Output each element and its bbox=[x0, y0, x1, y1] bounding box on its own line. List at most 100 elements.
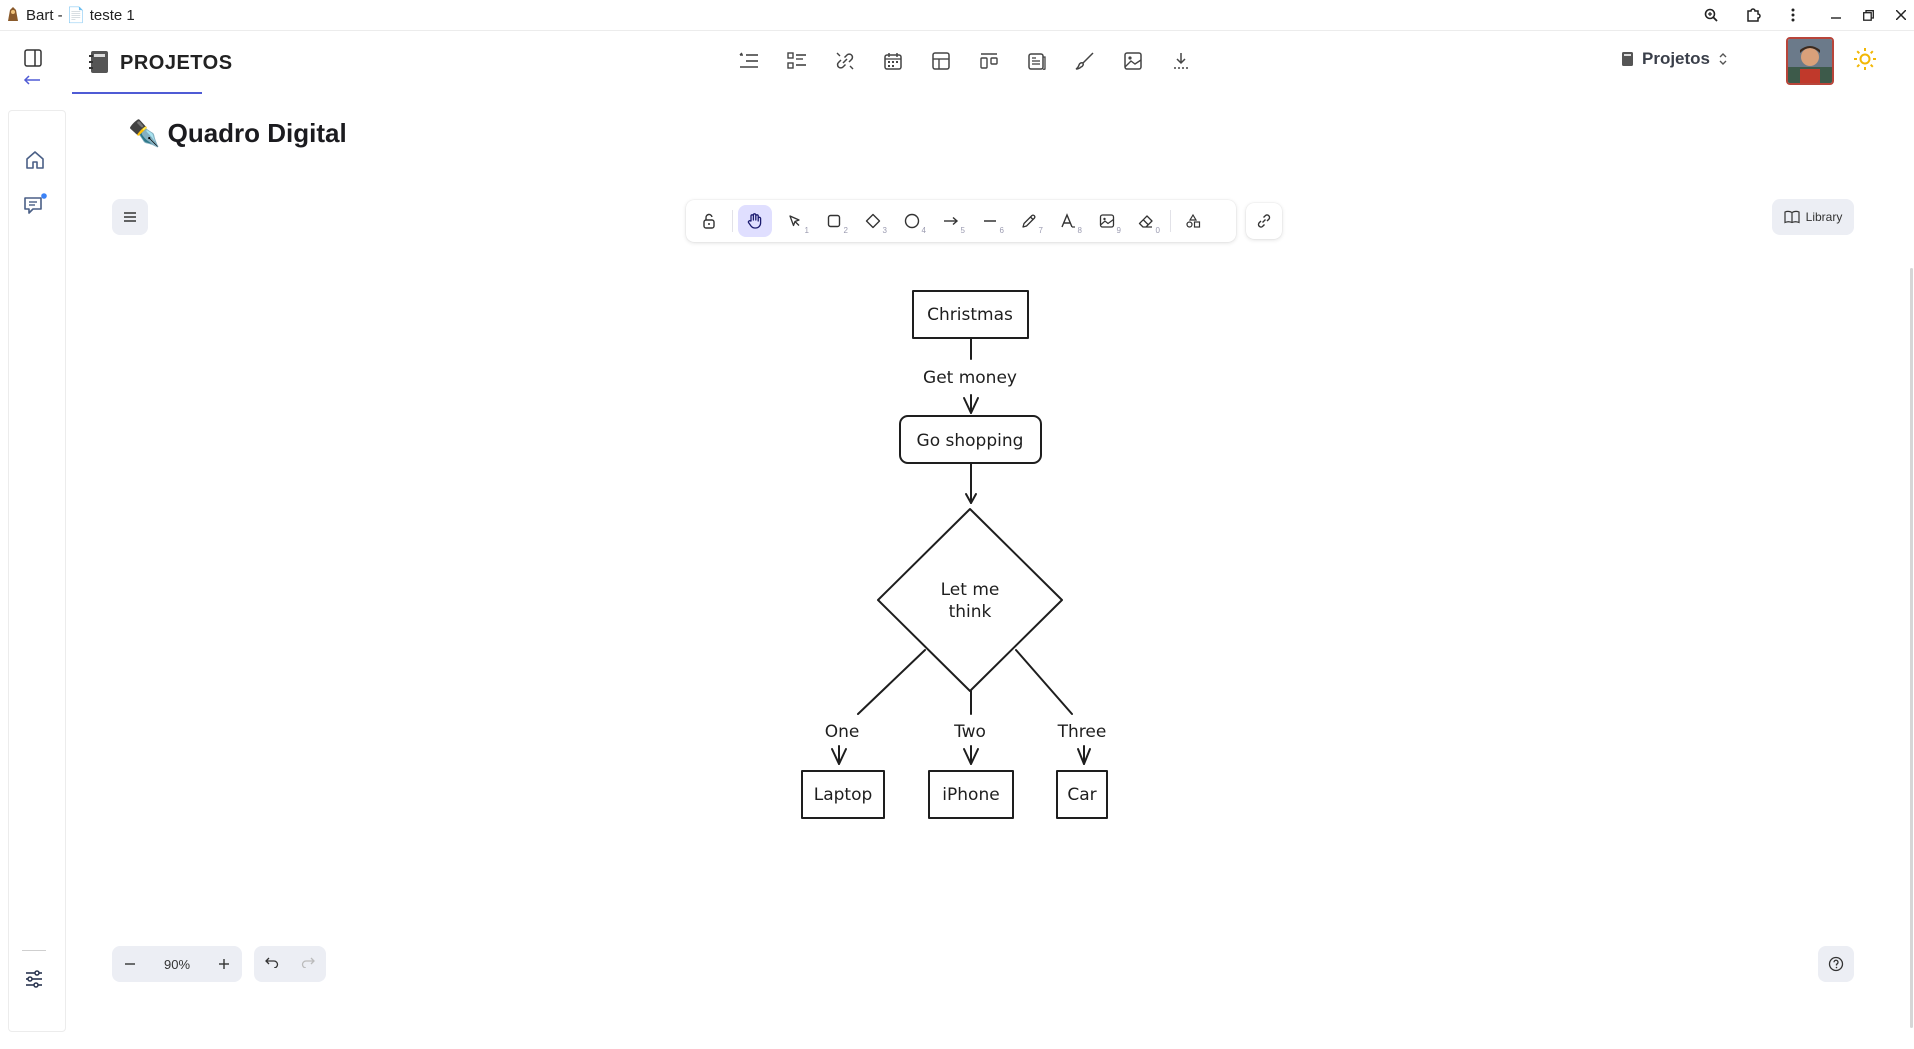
history-controls bbox=[254, 946, 326, 982]
undo-button[interactable] bbox=[265, 955, 279, 973]
document-icon: 📄 bbox=[66, 7, 86, 24]
canvas-menu-button[interactable] bbox=[112, 199, 148, 235]
minus-icon bbox=[125, 963, 135, 965]
table-icon[interactable] bbox=[923, 46, 959, 76]
arrowhead bbox=[1077, 748, 1091, 765]
restore-icon[interactable] bbox=[1857, 4, 1879, 26]
tool-shortcut-key: 0 bbox=[1155, 226, 1160, 235]
download-icon[interactable] bbox=[1163, 46, 1199, 76]
eraser-tool-button[interactable]: 0 bbox=[1129, 205, 1163, 237]
decision-node-label-line1: Let me bbox=[941, 580, 1000, 600]
three-edge-label: Three bbox=[1057, 722, 1107, 742]
iphone-node-box[interactable] bbox=[928, 770, 1014, 819]
window-doc-name: teste 1 bbox=[89, 7, 135, 24]
hamburger-icon bbox=[124, 212, 136, 222]
library-label: Library bbox=[1805, 210, 1843, 224]
tool-shortcut-key: 1 bbox=[804, 226, 809, 235]
canvas-scrollbar[interactable] bbox=[1910, 268, 1913, 1028]
library-button[interactable]: Library bbox=[1772, 199, 1854, 235]
decision-node-diamond[interactable] bbox=[877, 508, 1063, 692]
ellipse-tool-button[interactable]: 4 bbox=[895, 205, 929, 237]
car-node-box[interactable] bbox=[1056, 770, 1108, 819]
branch-line-left bbox=[857, 649, 926, 715]
notebook-icon bbox=[89, 51, 108, 73]
arrowhead bbox=[965, 493, 977, 504]
tool-shortcut-key: 6 bbox=[999, 226, 1004, 235]
undo-icon bbox=[265, 957, 279, 969]
columns-icon[interactable] bbox=[971, 46, 1007, 76]
tool-shortcut-key: 3 bbox=[882, 226, 887, 235]
image-tool-button[interactable]: 9 bbox=[1090, 205, 1124, 237]
window-title-bar: Bart - 📄 teste 1 bbox=[0, 0, 1914, 31]
home-icon[interactable] bbox=[21, 146, 49, 174]
link-tool-button[interactable] bbox=[1246, 203, 1282, 239]
sun-icon[interactable] bbox=[1853, 47, 1877, 71]
extension-icon[interactable] bbox=[1742, 4, 1764, 26]
help-button[interactable] bbox=[1818, 946, 1854, 982]
project-selector[interactable]: Projetos bbox=[1620, 46, 1728, 72]
lock-tool-button[interactable] bbox=[692, 205, 726, 237]
ellipse-icon bbox=[904, 213, 920, 229]
window-app-name: Bart - bbox=[26, 7, 63, 24]
one-edge-label: One bbox=[825, 722, 860, 742]
line-icon bbox=[984, 220, 996, 222]
get-money-edge-label: Get money bbox=[923, 368, 1017, 388]
line-tool-button[interactable]: 6 bbox=[973, 205, 1007, 237]
left-rail bbox=[8, 110, 66, 1032]
close-window-icon[interactable] bbox=[1890, 4, 1912, 26]
pencil-tool-button[interactable]: 7 bbox=[1012, 205, 1046, 237]
link-icon bbox=[1257, 214, 1271, 228]
go-shopping-node-label: Go shopping bbox=[917, 431, 1024, 451]
arrow-icon bbox=[944, 216, 959, 226]
settings-sliders-icon[interactable] bbox=[20, 965, 48, 993]
redo-button[interactable] bbox=[301, 955, 315, 973]
car-node-label: Car bbox=[1067, 785, 1096, 805]
list-heading-icon[interactable] bbox=[731, 46, 767, 76]
selection-tool-button[interactable]: 1 bbox=[778, 205, 812, 237]
text-tool-button[interactable]: 8 bbox=[1051, 205, 1085, 237]
more-shapes-button[interactable] bbox=[1176, 205, 1210, 237]
sidebar-toggle-button[interactable] bbox=[20, 48, 48, 88]
unlink-icon[interactable] bbox=[827, 46, 863, 76]
project-selector-label: Projetos bbox=[1642, 49, 1711, 68]
minimize-icon[interactable] bbox=[1825, 4, 1847, 26]
zoom-in-button[interactable] bbox=[206, 946, 242, 982]
hand-icon bbox=[747, 213, 762, 229]
comments-icon[interactable] bbox=[21, 192, 49, 220]
rectangle-icon bbox=[827, 214, 841, 228]
zoom-out-button[interactable] bbox=[112, 946, 148, 982]
tool-shortcut-key: 2 bbox=[843, 226, 848, 235]
projects-tab[interactable]: PROJETOS bbox=[72, 44, 232, 94]
rectangle-tool-button[interactable]: 2 bbox=[817, 205, 851, 237]
calendar-icon[interactable] bbox=[875, 46, 911, 76]
hand-tool-button[interactable] bbox=[738, 205, 772, 237]
image-icon bbox=[1099, 214, 1115, 228]
plus-icon bbox=[219, 959, 229, 969]
toolbar-divider bbox=[732, 210, 733, 232]
page-icon[interactable] bbox=[1019, 46, 1055, 76]
tool-shortcut-key: 5 bbox=[960, 226, 965, 235]
zoom-search-icon[interactable] bbox=[1700, 4, 1722, 26]
image-icon[interactable] bbox=[1115, 46, 1151, 76]
laptop-node-box[interactable] bbox=[801, 770, 885, 819]
tool-shortcut-key: 7 bbox=[1038, 226, 1043, 235]
eraser-icon bbox=[1138, 215, 1153, 228]
avatar[interactable] bbox=[1786, 37, 1834, 85]
checklist-icon[interactable] bbox=[779, 46, 815, 76]
brush-icon[interactable] bbox=[1067, 46, 1103, 76]
drawing-toolbar: 1 2 3 4 5 6 7 8 9 0 bbox=[686, 200, 1236, 242]
app-logo-icon bbox=[8, 7, 18, 21]
rail-divider bbox=[22, 950, 46, 951]
two-edge-label: Two bbox=[953, 722, 986, 742]
zoom-level[interactable]: 90% bbox=[163, 956, 191, 972]
arrow-tool-button[interactable]: 5 bbox=[934, 205, 968, 237]
branch-line-right bbox=[1015, 649, 1073, 715]
sidebar-collapse-icon bbox=[23, 49, 42, 85]
zoom-controls: 90% bbox=[112, 946, 242, 982]
notebook-icon bbox=[1622, 52, 1633, 66]
lock-icon bbox=[703, 213, 715, 229]
diamond-tool-button[interactable]: 3 bbox=[856, 205, 890, 237]
page-title: ✒️ Quadro Digital bbox=[128, 118, 347, 148]
more-options-icon[interactable] bbox=[1782, 4, 1804, 26]
arrowhead bbox=[831, 748, 847, 765]
